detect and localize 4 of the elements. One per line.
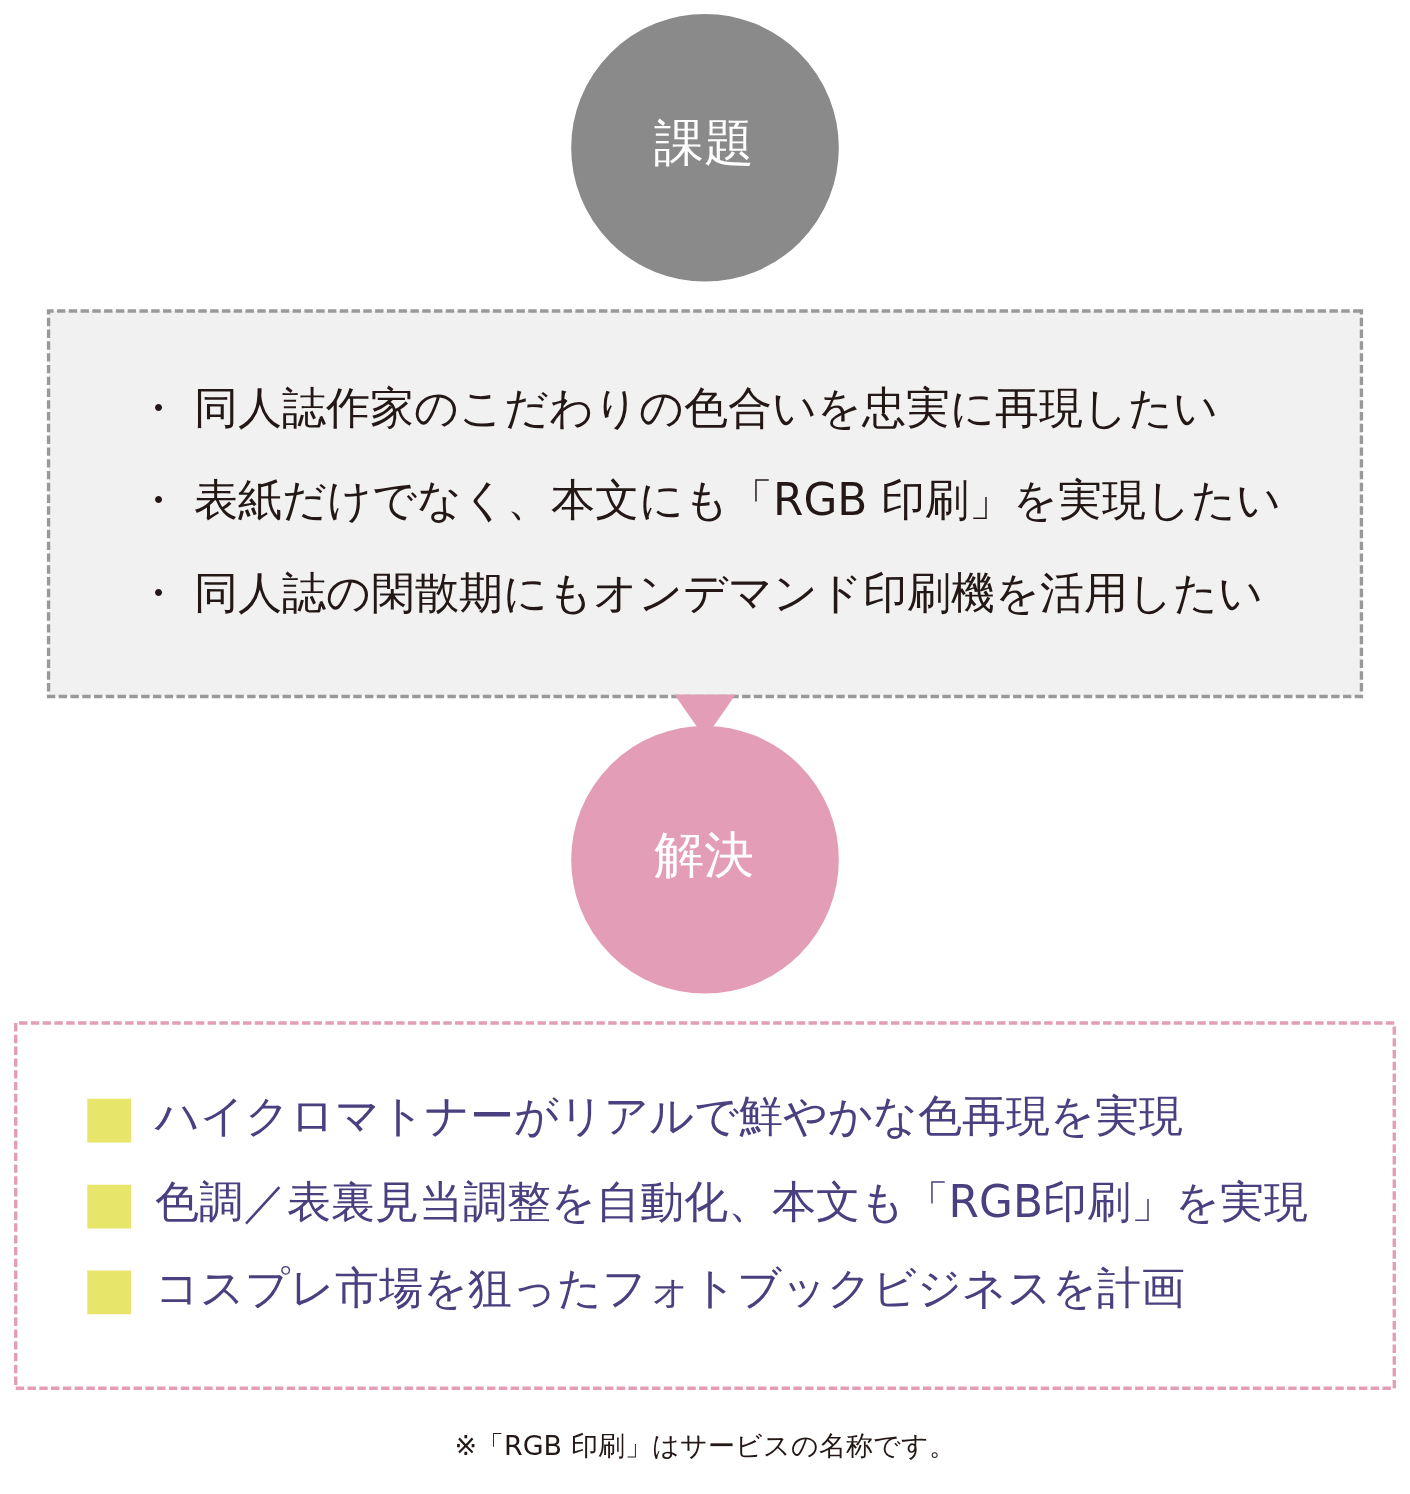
node-box: ハイクロマトナーがリアルで鮮やかな色再現を実現 色調／表裏見当調整を自動化、本文も「RGB印刷」を実現 コスプレ市場を狙ったフォトブックビジネスを計画 xyxy=(14,1021,1396,1390)
node-circle: 解決 xyxy=(571,725,839,994)
label: ※「RGB 印刷」はサービスの名称です。 xyxy=(454,1430,956,1462)
node-circle: 課題 xyxy=(571,13,839,282)
